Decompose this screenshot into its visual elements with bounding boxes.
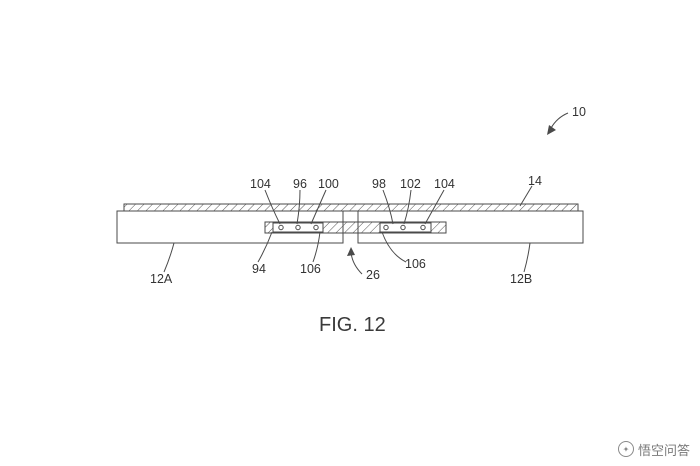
pivot-pins [278,224,426,231]
label-96: 96 [293,177,307,191]
display-layer-14 [123,203,579,212]
label-104-right: 104 [434,177,455,191]
hinge-bar-26 [264,221,447,234]
pin-right-1 [383,224,389,231]
figure-caption: FIG. 12 [319,314,386,336]
label-94: 94 [252,262,266,276]
watermark: ✦ 悟空问答 [617,440,690,459]
leader-lines [163,185,533,273]
label-102: 102 [400,177,421,191]
label-106-right: 106 [405,257,426,271]
label-98: 98 [372,177,386,191]
label-12b: 12B [510,272,532,286]
label-14: 14 [528,174,542,188]
label-100: 100 [318,177,339,191]
arrow-26 [347,247,363,275]
pin-left-1 [278,224,284,231]
watermark-text: 悟空问答 [637,443,690,459]
label-10: 10 [572,105,586,119]
pin-left-2 [295,224,301,231]
arrow-10 [547,112,569,135]
pin-right-2 [400,224,406,231]
label-104-left: 104 [250,177,271,191]
label-26: 26 [366,268,380,282]
pin-left-3 [313,224,319,231]
pin-right-3 [420,224,426,231]
label-106-left: 106 [300,262,321,276]
label-12a: 12A [150,272,173,286]
wukong-logo-icon: ✦ [617,441,634,457]
